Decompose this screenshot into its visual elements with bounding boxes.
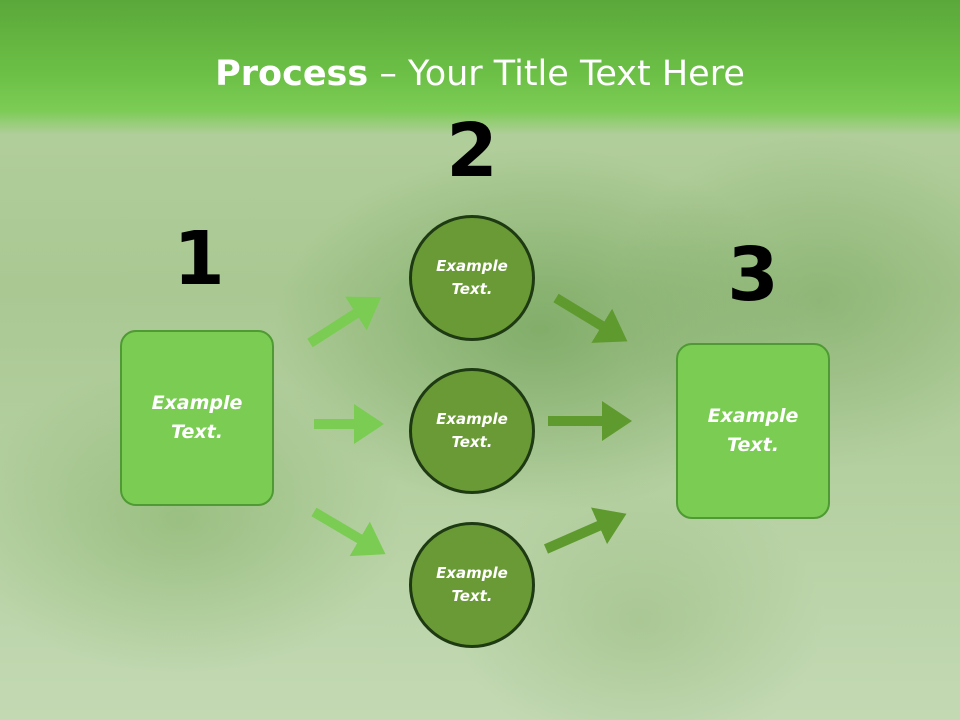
circle-top-line2: Text. bbox=[451, 280, 493, 298]
step-number-1: 1 bbox=[173, 216, 225, 302]
box-left-line1: Example bbox=[151, 392, 243, 414]
step-number-2: 2 bbox=[446, 108, 498, 194]
step-number-3: 3 bbox=[727, 232, 779, 318]
slide-title: Process – Your Title Text Here bbox=[0, 52, 960, 96]
process-circle-top: Example Text. bbox=[409, 215, 535, 341]
circle-middle-line2: Text. bbox=[451, 433, 493, 451]
process-box-left: Example Text. bbox=[120, 330, 274, 506]
box-left-line2: Text. bbox=[171, 421, 223, 443]
circle-bottom-label: Example Text. bbox=[436, 562, 508, 608]
circle-top-label: Example Text. bbox=[436, 255, 508, 301]
circle-bottom-line1: Example bbox=[436, 564, 508, 582]
title-rest: – Your Title Text Here bbox=[368, 54, 745, 94]
arrow-left-to-top bbox=[307, 296, 382, 348]
title-bold: Process bbox=[215, 54, 369, 94]
process-circle-bottom: Example Text. bbox=[409, 522, 535, 648]
arrow-bottom-to-right bbox=[543, 507, 627, 554]
process-circle-middle: Example Text. bbox=[409, 368, 535, 494]
circle-middle-line1: Example bbox=[436, 410, 508, 428]
box-right-label: Example Text. bbox=[708, 402, 799, 460]
box-left-label: Example Text. bbox=[152, 389, 243, 447]
box-right-line2: Text. bbox=[727, 434, 779, 456]
circle-bottom-line2: Text. bbox=[451, 587, 493, 605]
arrow-left-to-bottom bbox=[311, 507, 386, 557]
process-box-right: Example Text. bbox=[676, 343, 830, 519]
arrow-top-to-right bbox=[553, 293, 628, 343]
box-right-line1: Example bbox=[707, 405, 799, 427]
circle-middle-label: Example Text. bbox=[436, 408, 508, 454]
title-bar bbox=[0, 0, 960, 135]
circle-top-line1: Example bbox=[436, 257, 508, 275]
